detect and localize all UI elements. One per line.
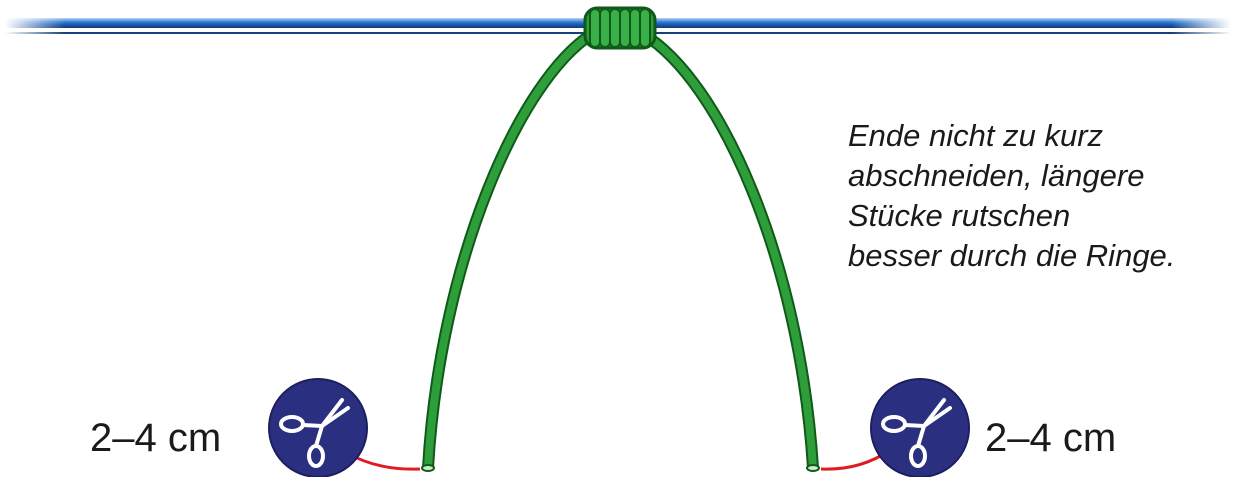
measure-label-right: 2–4 cm (985, 416, 1117, 460)
scissors-icon (268, 378, 368, 477)
knot (583, 6, 657, 50)
measure-label-left: 2–4 cm (90, 416, 222, 460)
line-loop (422, 28, 819, 469)
note-line: abschneiden, längere (848, 158, 1145, 193)
instruction-note: Ende nicht zu kurz abschneiden, längere … (848, 116, 1228, 276)
note-line: Ende nicht zu kurz (848, 118, 1104, 153)
line-end-left (421, 464, 435, 472)
line-end-right (806, 464, 820, 472)
note-line: besser durch die Ringe. (848, 238, 1176, 273)
scissors-icon (870, 378, 970, 477)
note-line: Stücke rutschen (848, 198, 1071, 233)
